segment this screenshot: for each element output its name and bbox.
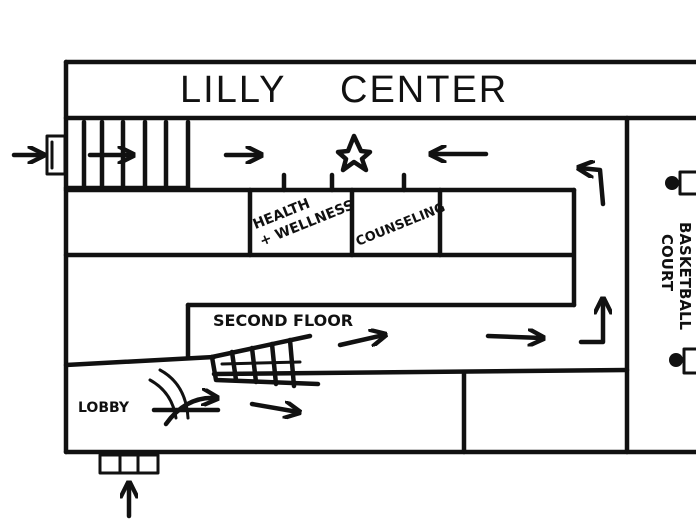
lobby-label: LOBBY — [78, 400, 130, 416]
turn-arrow-icon — [580, 168, 606, 207]
destination-star-icon — [335, 133, 373, 173]
second-floor-walls — [63, 302, 630, 455]
west-entrance-door[interactable] — [45, 134, 67, 176]
counseling-label: COUNSELING — [354, 200, 448, 249]
up-arrow-icon — [578, 300, 603, 345]
second-floor-label: SECOND FLOOR — [213, 311, 353, 330]
basketball-label-line2: COURT — [658, 234, 676, 292]
basketball-court-label[interactable]: BASKETBALL COURT — [658, 222, 694, 331]
upper-stairs-icon — [63, 119, 191, 191]
lower-stairs-arrow-icon — [249, 404, 298, 412]
second-floor-arrow-right-icon — [485, 336, 542, 338]
building-title-center: CENTER — [340, 69, 508, 111]
south-entrance-door[interactable] — [98, 453, 160, 475]
lobby-arrow-icon — [163, 398, 216, 427]
counseling-room[interactable]: COUNSELING — [354, 200, 448, 249]
second-floor-arrow-icon — [337, 335, 384, 348]
office-row-walls — [63, 172, 577, 308]
building-title-lilly: LILLY — [180, 69, 286, 111]
lobby-door-swing-icon — [148, 368, 221, 420]
court-door-bottom[interactable] — [669, 347, 696, 375]
building-walls — [63, 59, 696, 455]
court-door-top[interactable] — [665, 170, 696, 196]
lower-stairs-icon — [209, 333, 321, 389]
basketball-label-line1: BASKETBALL — [676, 222, 694, 331]
